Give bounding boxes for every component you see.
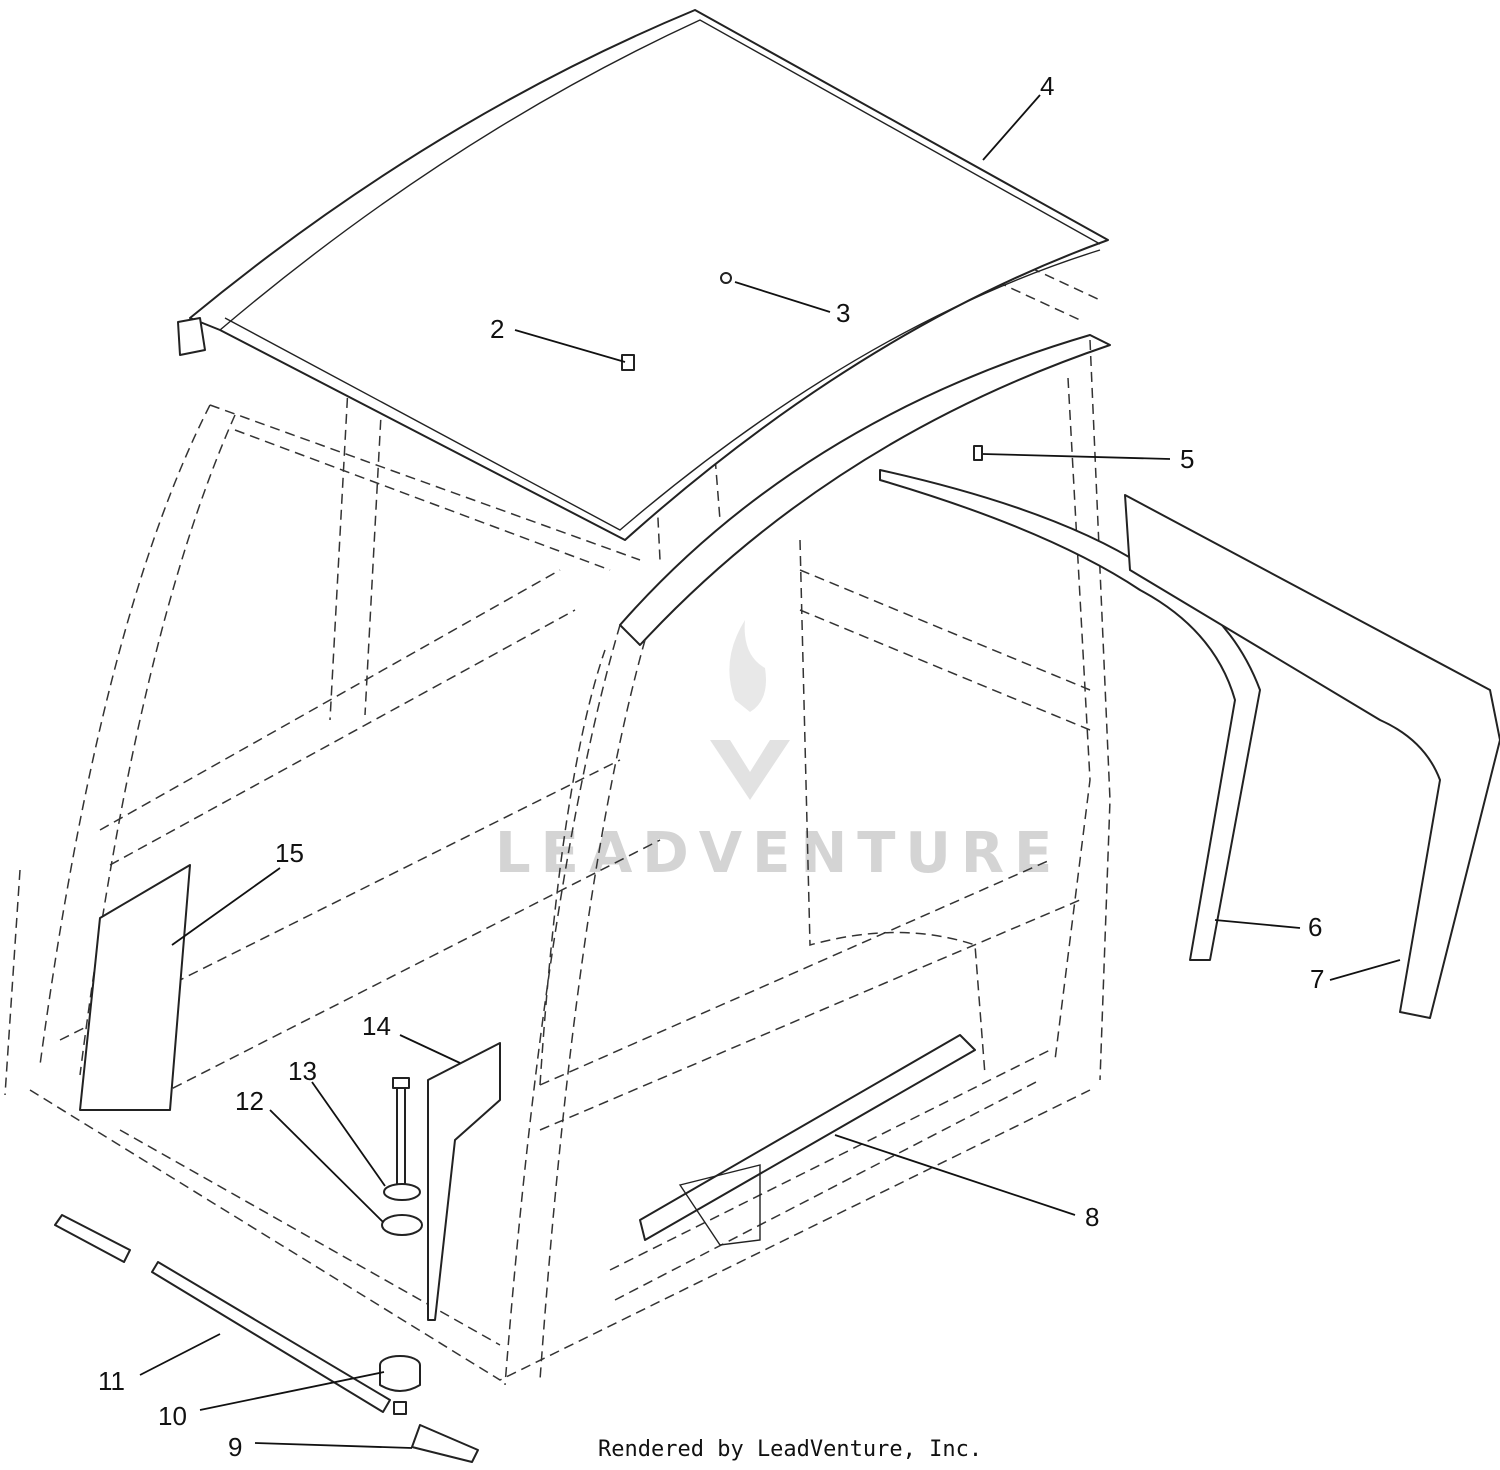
callout-11: 11 — [98, 1366, 125, 1396]
callout-8: 8 — [1085, 1202, 1099, 1232]
cab-frame — [4, 104, 1111, 1386]
watermark-text: LEADVENTURE — [495, 821, 1062, 886]
isolator-mount-part-10 — [379, 1355, 421, 1415]
washers-and-bolt-parts-12-13 — [381, 1077, 423, 1236]
rubber-strip-part-9 — [411, 1424, 479, 1463]
trim-panel-part-7 — [1124, 494, 1500, 1019]
callout-3: 3 — [836, 298, 850, 328]
callout-2: 2 — [490, 314, 504, 344]
callout-5: 5 — [1180, 444, 1194, 474]
callout-12: 12 — [235, 1086, 264, 1116]
roof-panel-part-4 — [177, 9, 1109, 541]
rendered-by-credit: Rendered by LeadVenture, Inc. — [598, 1437, 982, 1462]
rubber-strip-part-11 — [54, 1214, 391, 1413]
leadventure-watermark: LEADVENTURE — [495, 620, 1062, 886]
callout-6: 6 — [1308, 912, 1322, 942]
callout-10: 10 — [158, 1401, 187, 1431]
callout-9: 9 — [228, 1432, 242, 1462]
small-fasteners — [621, 272, 983, 461]
callout-7: 7 — [1310, 964, 1324, 994]
callout-14: 14 — [362, 1011, 391, 1041]
callout-15: 15 — [275, 838, 304, 868]
leader-lines — [139, 94, 1401, 1449]
callout-13: 13 — [288, 1056, 317, 1086]
callout-labels: 2 3 4 5 6 7 8 9 10 11 12 13 14 15 — [98, 71, 1324, 1462]
sill-strip-part-8 — [639, 1034, 976, 1246]
bracket-part-15 — [79, 864, 191, 1111]
door-seal-part-6 — [879, 469, 1261, 961]
bracket-part-14 — [427, 1042, 501, 1321]
callout-4: 4 — [1040, 71, 1054, 101]
